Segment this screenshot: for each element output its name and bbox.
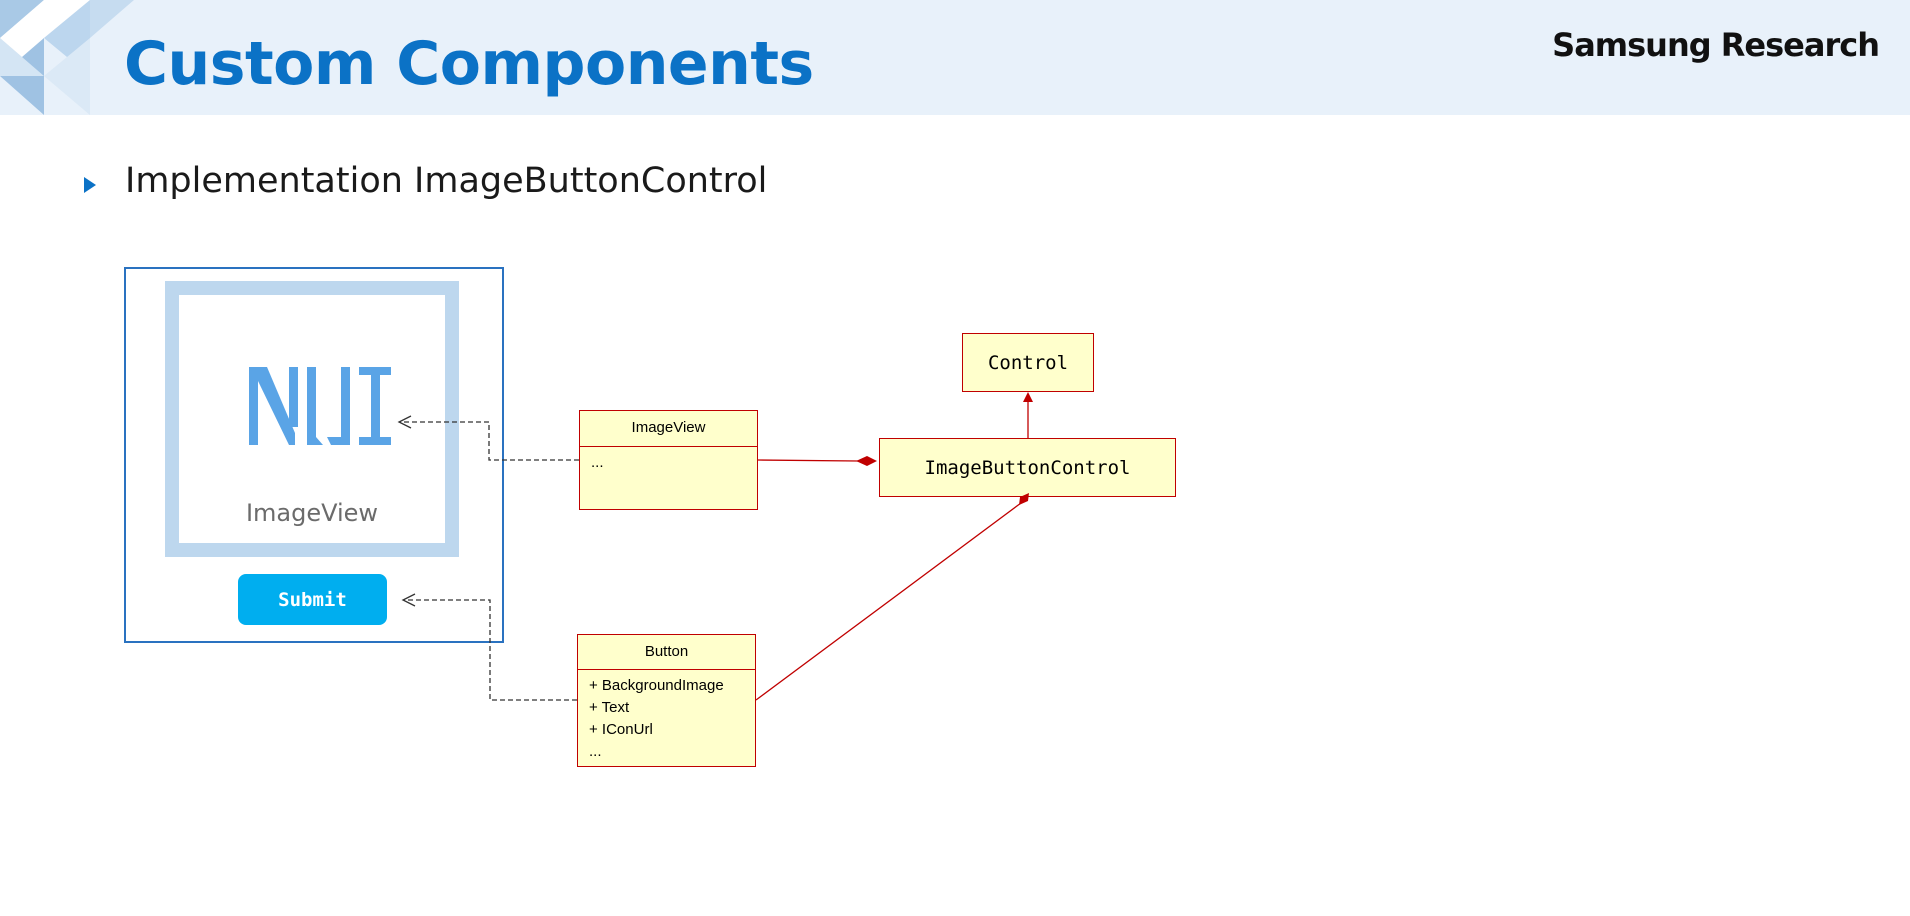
nui-logo-icon <box>249 367 391 445</box>
composition-diamond <box>1019 493 1029 505</box>
samsung-research-logo: Samsung Research <box>1552 26 1880 64</box>
inheritance-arrowhead <box>1023 392 1033 402</box>
uml-class-imageview: ImageView ... <box>579 410 758 510</box>
composition-diamond <box>856 456 877 466</box>
uml-class-control: Control <box>962 333 1094 392</box>
uml-class-name: Button <box>578 635 755 670</box>
triangle-pattern-decoration <box>0 0 134 115</box>
uml-member: + Text <box>589 699 630 716</box>
slide-title: Custom Components <box>124 29 814 99</box>
composition-line-imageview <box>757 459 859 462</box>
uml-class-members: ... <box>580 447 757 479</box>
dependency-arrow-button <box>404 599 577 701</box>
bullet-triangle-icon <box>84 177 96 193</box>
open-arrowhead <box>401 593 416 607</box>
dependency-arrow-imageview <box>400 421 579 461</box>
uml-class-name: ImageView <box>580 411 757 447</box>
uml-member: ... <box>591 454 604 471</box>
open-arrowhead <box>397 415 412 429</box>
uml-class-imagebuttoncontrol: ImageButtonControl <box>879 438 1176 497</box>
slide-header: Custom Components Samsung Research <box>0 0 1910 115</box>
uml-member: ... <box>589 743 602 760</box>
composition-line-button <box>755 502 1022 701</box>
uml-member: + IConUrl <box>589 721 653 738</box>
image-view-label: ImageView <box>245 499 379 527</box>
image-view-mockup: ImageView <box>165 281 459 557</box>
submit-button[interactable]: Submit <box>238 574 387 625</box>
image-button-mockup-frame <box>124 267 504 643</box>
uml-member: + BackgroundImage <box>589 677 724 694</box>
uml-class-button: Button + BackgroundImage + Text + IConUr… <box>577 634 756 767</box>
bullet-text: Implementation ImageButtonControl <box>125 161 768 201</box>
uml-class-members: + BackgroundImage + Text + IConUrl ... <box>578 670 755 768</box>
